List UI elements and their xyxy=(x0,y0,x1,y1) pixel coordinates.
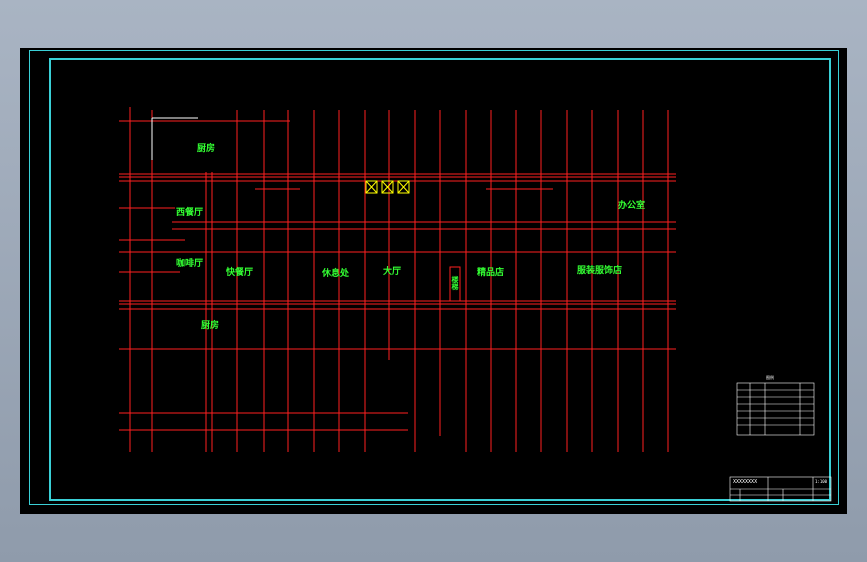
stair-frame xyxy=(449,266,461,302)
legend-table xyxy=(736,382,815,436)
room-label-stair: 楼梯 xyxy=(451,276,460,290)
room-label-rest-area: 休息处 xyxy=(322,269,350,279)
elevator-icon xyxy=(365,180,378,194)
room-label-fast-food: 快餐厅 xyxy=(226,268,254,278)
room-label-western-restaurant: 西餐厅 xyxy=(176,208,204,218)
drawing-inner-border xyxy=(49,58,831,501)
legend-title: 图例 xyxy=(766,375,774,380)
room-label-gift-shop: 精品店 xyxy=(477,268,505,278)
room-label-clothing-store: 服装服饰店 xyxy=(577,266,623,276)
wall-grid xyxy=(119,107,676,452)
room-label-lobby: 大厅 xyxy=(383,267,402,277)
elevator-icon xyxy=(381,180,394,194)
title-block-project: XXXXXXXX xyxy=(733,479,758,485)
elevator-icon xyxy=(397,180,410,194)
drawing-outer-border xyxy=(29,50,839,505)
title-block-scale: 1:100 xyxy=(815,479,828,484)
room-label-kitchen: 厨房 xyxy=(197,144,216,154)
room-label-office: 办公室 xyxy=(618,201,646,211)
drawing-canvas[interactable] xyxy=(20,48,847,514)
elevator-symbols xyxy=(365,180,410,194)
title-block xyxy=(729,476,832,502)
white-wall-corner xyxy=(151,117,198,160)
room-label-kitchen-bottom: 厨房 xyxy=(201,321,220,331)
room-label-cafe: 咖啡厅 xyxy=(176,259,204,269)
